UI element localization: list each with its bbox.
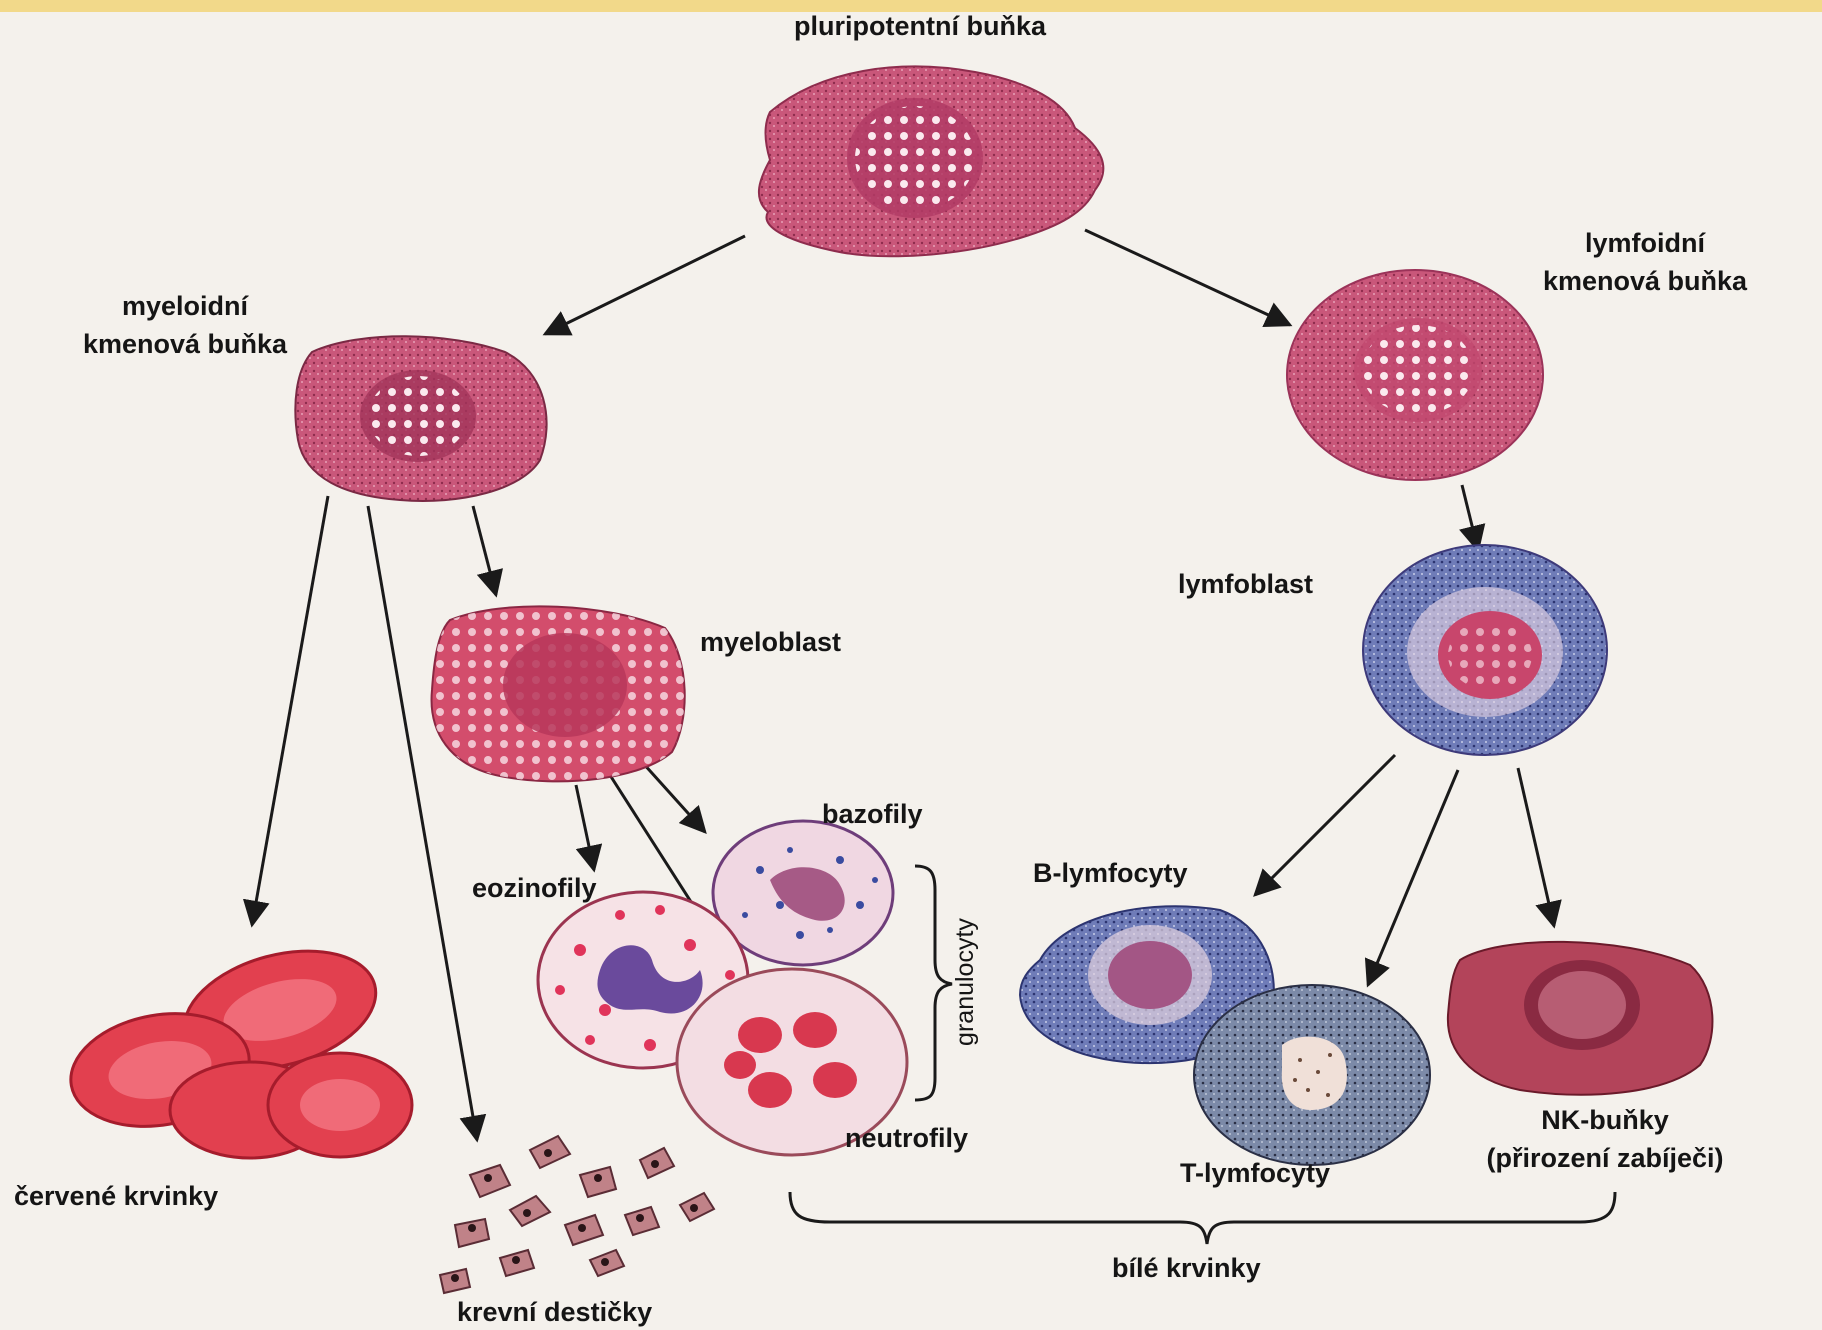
arrow-pluri-to-myeloid (545, 236, 745, 334)
arrow-lymfoblast-to-nk (1518, 768, 1554, 926)
label-myeloblast: myeloblast (700, 624, 841, 660)
label-krevni-desticky: krevní destičky (457, 1294, 652, 1330)
label-nk-line2: (přirození zabíječi) (1440, 1140, 1770, 1176)
pluripotent-cell-image (759, 66, 1103, 256)
label-t-lymfocyty: T-lymfocyty (1180, 1155, 1330, 1191)
myeloblast-cell-image (432, 606, 685, 781)
label-myeloid-line2: kmenová buňka (30, 326, 340, 362)
arrow-lymphoid-to-lymfoblast (1462, 485, 1478, 550)
label-eozinofily: eozinofily (472, 870, 597, 906)
label-neutrofily: neutrofily (845, 1120, 968, 1156)
label-cervene-krvinky: červené krvinky (14, 1178, 218, 1214)
arrow-myeloblast-to-bazofily (642, 762, 705, 832)
label-lymphoid-line2: kmenová buňka (1490, 263, 1800, 299)
t-lymfocyt-cell-image (1194, 985, 1430, 1165)
arrow-lymfoblast-to-b (1255, 755, 1395, 895)
arrow-pluri-to-lymphoid (1085, 230, 1290, 325)
label-lymphoid-line1: lymfoidní (1490, 225, 1800, 261)
bile-krvinky-brace (790, 1192, 1615, 1244)
platelets-image (440, 1136, 714, 1293)
label-bile-krvinky: bílé krvinky (1112, 1250, 1261, 1286)
red-blood-cells-image (62, 932, 412, 1158)
arrow-myeloid-to-rbc (252, 496, 328, 925)
label-nk-line1: NK-buňky (1440, 1102, 1770, 1138)
label-myeloid-line1: myeloidní (30, 288, 340, 324)
label-bazofily: bazofily (822, 796, 923, 832)
arrow-lymfoblast-to-t (1368, 770, 1458, 985)
label-b-lymfocyty: B-lymfocyty (1033, 855, 1188, 891)
label-lymfoblast: lymfoblast (1178, 566, 1313, 602)
label-granulocyty: granulocyty (947, 912, 983, 1052)
lymfoblast-cell-image (1363, 545, 1607, 755)
arrow-myeloid-to-myeloblast (473, 506, 496, 595)
lymphoid-stem-cell-image (1287, 270, 1543, 480)
label-pluripotent: pluripotentní buňka (740, 8, 1100, 44)
arrow-myeloblast-to-eozinofily (576, 785, 594, 870)
arrow-myeloid-to-platelets (368, 506, 477, 1140)
nk-cell-image (1448, 942, 1713, 1095)
